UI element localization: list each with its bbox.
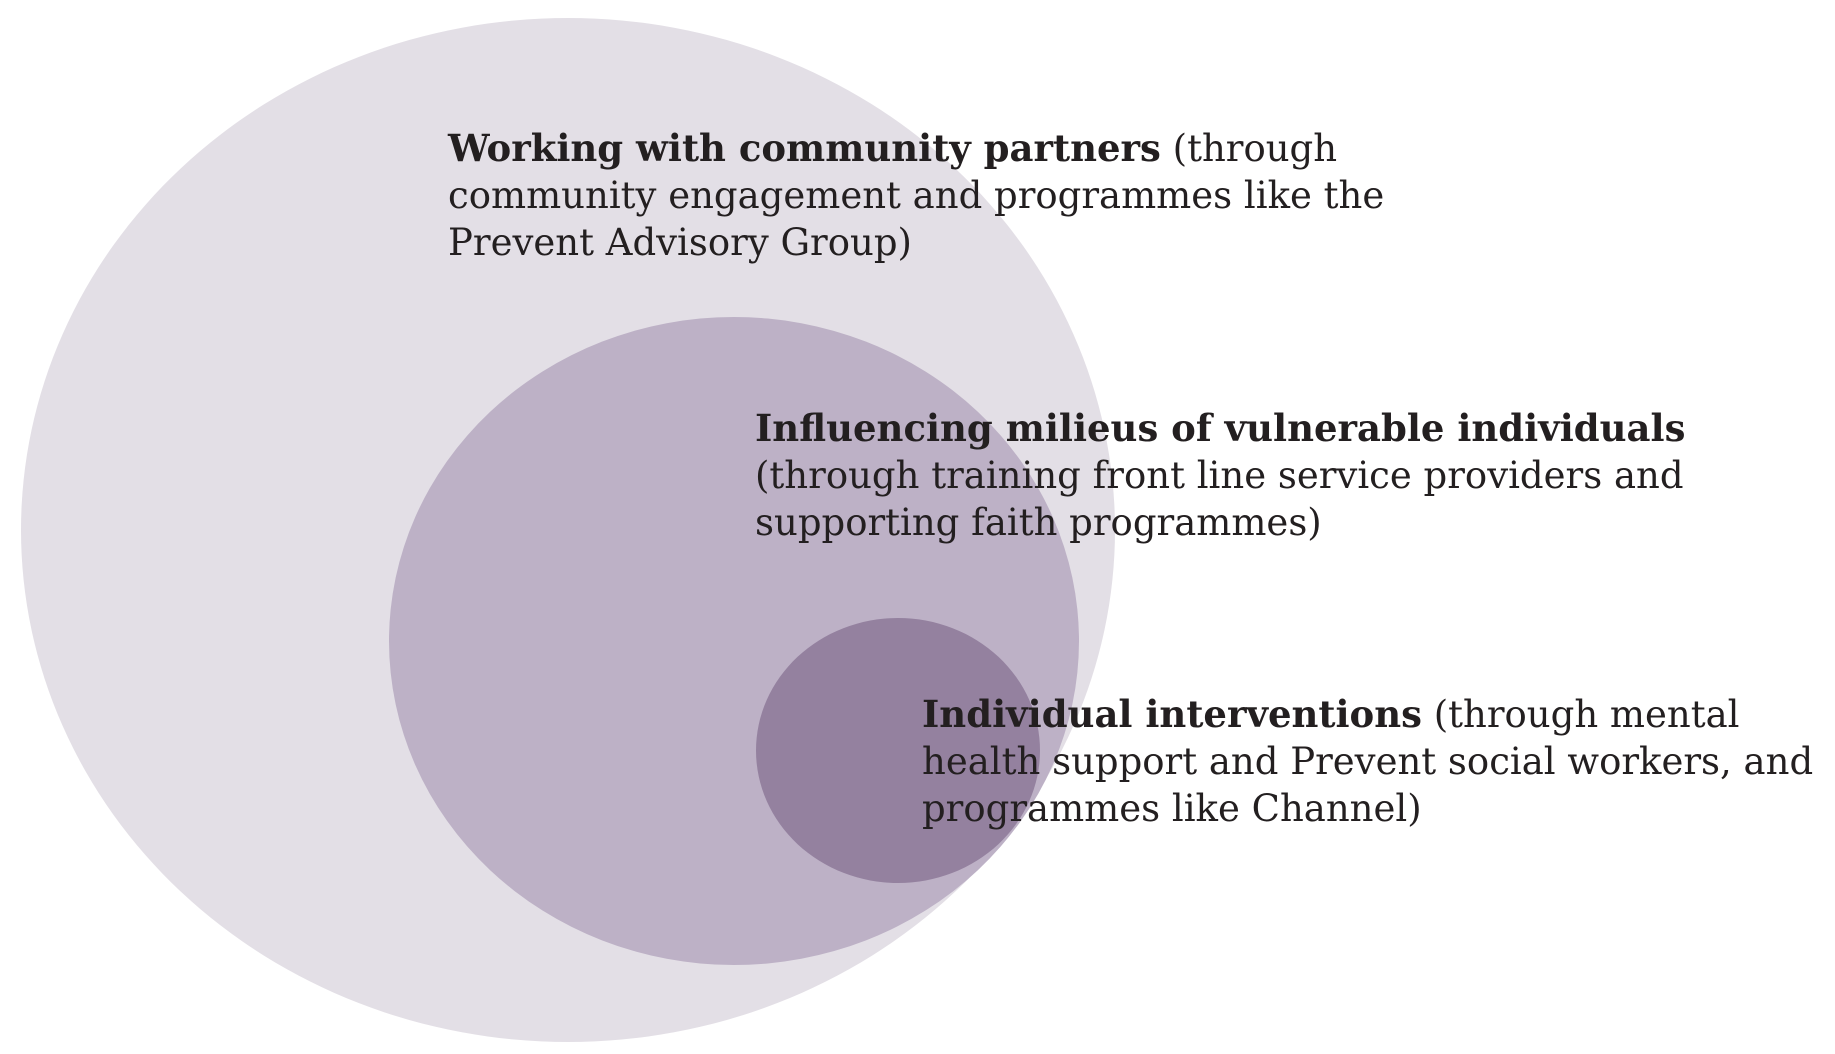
label-community-partners-line-1: (through bbox=[1160, 127, 1338, 170]
label-community-partners-heading: Working with community partners bbox=[448, 126, 1161, 170]
inner-circle-individual-interventions bbox=[756, 618, 1040, 883]
label-individual-interventions-line-2: health support and Prevent social worker… bbox=[922, 740, 1814, 783]
label-milieus-line-2: (through training front line service pro… bbox=[755, 454, 1684, 497]
label-milieus: Influencing milieus of vulnerable indivi… bbox=[755, 405, 1755, 546]
label-community-partners-line-3: Prevent Advisory Group) bbox=[448, 221, 912, 264]
label-community-partners-line-2: community engagement and programmes like… bbox=[448, 174, 1385, 217]
label-individual-interventions-line-1: (through mental bbox=[1421, 693, 1740, 736]
label-milieus-line-3: supporting faith programmes) bbox=[755, 501, 1322, 544]
label-individual-interventions: Individual interventions (through mental… bbox=[922, 691, 1822, 832]
label-milieus-heading: Influencing milieus of vulnerable indivi… bbox=[755, 406, 1686, 450]
label-individual-interventions-line-3: programmes like Channel) bbox=[922, 787, 1422, 830]
label-community-partners: Working with community partners (through… bbox=[448, 125, 1448, 266]
label-individual-interventions-heading: Individual interventions bbox=[922, 692, 1422, 736]
